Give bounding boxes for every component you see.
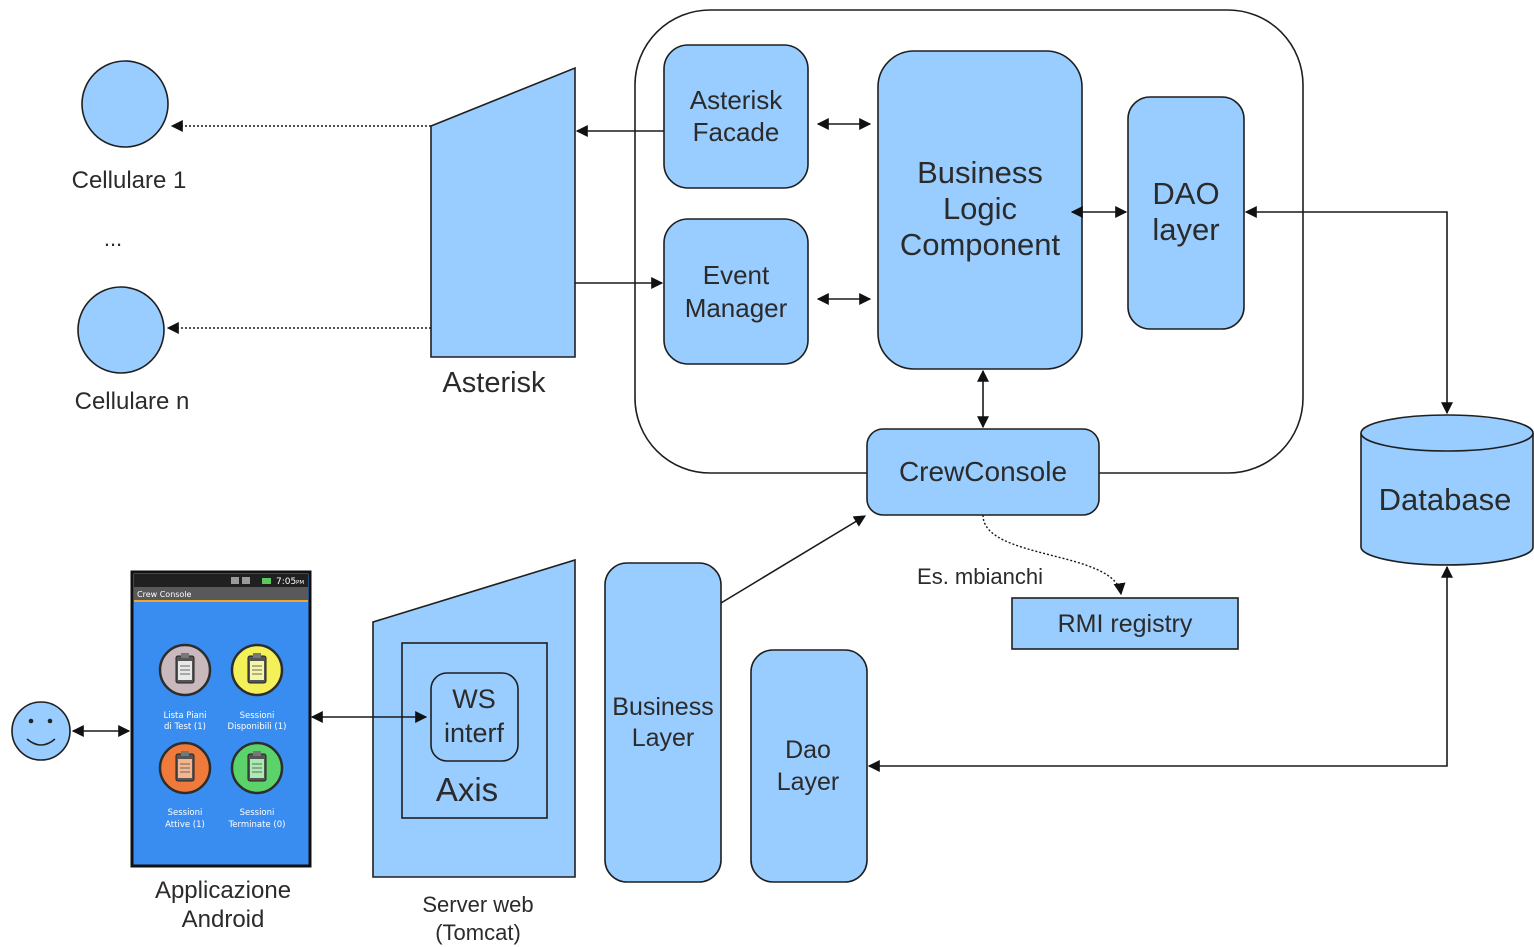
cellulare-1-label: Cellulare 1 xyxy=(72,167,187,194)
cellulare-n-node xyxy=(77,286,165,374)
database-daolayer-arrow xyxy=(867,565,1453,772)
dao-layer-label-1: DAO xyxy=(1152,176,1219,211)
ws-interf-box xyxy=(430,672,519,762)
tile-2-line-1: Sessioni xyxy=(240,711,275,721)
tile-4-line-2: Terminate (0) xyxy=(228,820,286,830)
tile-sessioni-terminate-icon xyxy=(230,741,284,795)
event-manager-label-2: Manager xyxy=(685,293,788,323)
businesslayer-crewconsole-arrow xyxy=(720,515,867,604)
blc-label-3: Component xyxy=(900,227,1061,262)
dao-layer-label-2: layer xyxy=(1152,212,1219,247)
asterisk-shape xyxy=(430,66,576,358)
tile-lista-piani-icon xyxy=(158,643,212,697)
app-android-label-2: Android xyxy=(182,906,265,933)
phone-status-ampm: PM xyxy=(296,580,304,586)
tile-sessioni-attive-icon xyxy=(158,741,212,795)
dao-layer-lower-box xyxy=(750,649,868,883)
tile-1-line-1: Lista Piani xyxy=(163,711,206,721)
dao-database-arrow xyxy=(1244,206,1453,415)
database-label: Database xyxy=(1379,482,1512,517)
blc-label-1: Business xyxy=(917,155,1043,190)
phone-status-time: 7:05 xyxy=(276,577,296,587)
asterisk-facade-label-1: Asterisk xyxy=(690,85,783,115)
database-cylinder xyxy=(1360,414,1534,566)
ellipsis-label: ... xyxy=(104,226,122,251)
dao-layer-lower-label-1: Dao xyxy=(785,736,831,764)
es-mbianchi-label: Es. mbianchi xyxy=(917,564,1043,589)
tile-1-line-2: di Test (1) xyxy=(164,722,206,732)
app-android-label-1: Applicazione xyxy=(155,877,291,904)
dao-layer-lower-label-2: Layer xyxy=(777,768,840,796)
ws-interf-label-2: interf xyxy=(444,718,505,748)
tile-sessioni-disponibili-icon xyxy=(230,643,284,697)
crewconsole-label: CrewConsole xyxy=(899,456,1067,487)
server-web-label-1: Server web xyxy=(422,892,533,917)
asterisk-label: Asterisk xyxy=(442,367,546,399)
tile-3-line-2: Attive (1) xyxy=(165,820,205,830)
server-web-label-2: (Tomcat) xyxy=(435,920,521,945)
tile-4-line-1: Sessioni xyxy=(240,808,275,818)
axis-box xyxy=(401,642,548,819)
business-layer-label-2: Layer xyxy=(632,724,695,752)
axis-label: Axis xyxy=(436,771,498,808)
event-manager-label-1: Event xyxy=(703,260,770,290)
ws-interf-label-1: WS xyxy=(452,684,496,714)
phone-title: Crew Console xyxy=(137,590,192,599)
cellulare-1-node xyxy=(81,60,169,148)
dao-layer-box xyxy=(1127,96,1245,330)
event-manager-box xyxy=(663,218,809,365)
cellulare-n-label: Cellulare n xyxy=(75,388,190,415)
user-smiley-icon xyxy=(11,701,71,761)
asterisk-facade-label-2: Facade xyxy=(693,117,780,147)
business-layer-box xyxy=(604,562,722,883)
blc-label-2: Logic xyxy=(943,191,1017,226)
tile-3-line-1: Sessioni xyxy=(168,808,203,818)
tile-2-line-2: Disponibili (1) xyxy=(228,722,287,732)
asterisk-facade-box xyxy=(663,44,809,189)
business-layer-label-1: Business xyxy=(612,693,713,721)
android-phone-screen xyxy=(130,570,312,868)
rmi-registry-label: RMI registry xyxy=(1058,610,1193,638)
